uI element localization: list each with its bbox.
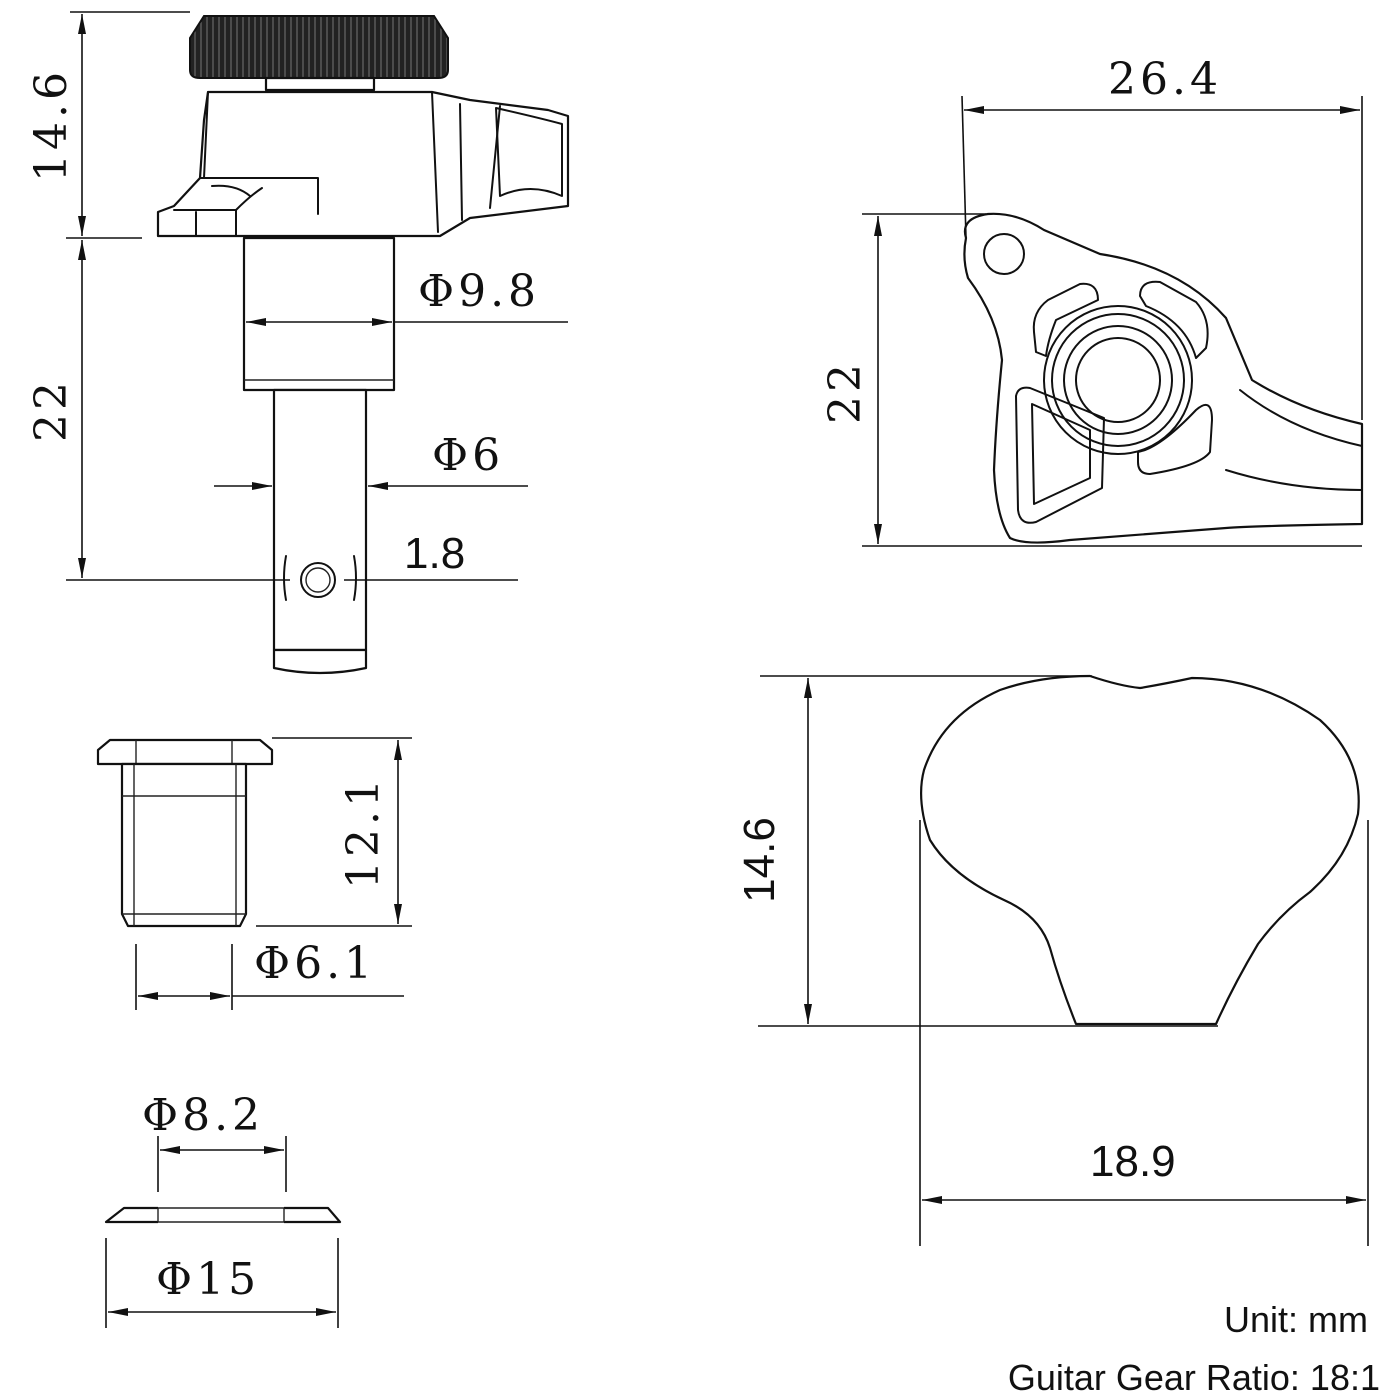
- dim-label: Φ6: [432, 430, 504, 481]
- knurled-knob: [189, 15, 449, 79]
- tuner-post: [272, 388, 368, 652]
- dim-post-diameter: Φ6: [214, 430, 528, 490]
- dim-button-height: 14.6: [735, 675, 1218, 1027]
- washer: [104, 1206, 342, 1224]
- mount-hole: [983, 233, 1025, 275]
- dim-washer-inner: Φ8.2: [142, 1090, 287, 1192]
- dim-label: 22: [26, 378, 77, 442]
- string-hole: [300, 562, 336, 598]
- tuner-bushing: [242, 236, 396, 392]
- dim-label: 18.9: [1090, 1137, 1176, 1186]
- dim-label: 26.4: [1108, 54, 1222, 105]
- dim-housing-height: 22: [820, 213, 1362, 547]
- dim-label: 1.8: [404, 529, 465, 578]
- dim-label: Φ8.2: [142, 1090, 264, 1141]
- dim-button-width: 18.9: [919, 820, 1369, 1246]
- unit-note: Unit: mm: [1224, 1299, 1368, 1340]
- dim-tuner-head-height: 14.6: [26, 11, 190, 239]
- dim-washer-outer: Φ15: [105, 1238, 339, 1328]
- housing-top-view: [963, 212, 1364, 544]
- tuner-housing: [156, 90, 570, 238]
- dim-label: Φ6.1: [254, 938, 376, 989]
- dim-label: Φ9.8: [418, 266, 540, 317]
- tuner-side-view: [156, 15, 570, 675]
- dim-string-hole: 1.8: [344, 529, 518, 581]
- dim-tuner-post-length: 22: [26, 240, 290, 581]
- dim-label: 14.6: [735, 817, 784, 903]
- housing-center-hole: [1075, 337, 1161, 423]
- tuner-button: [920, 674, 1360, 1026]
- dim-ferrule-height: 12.1: [256, 737, 412, 927]
- dim-housing-width: 26.4: [961, 54, 1363, 420]
- gear-ratio-note: Guitar Gear Ratio: 18:1: [1008, 1357, 1380, 1398]
- dim-label: Φ15: [156, 1254, 260, 1305]
- dim-label: 12.1: [338, 775, 389, 889]
- dim-label: 22: [820, 360, 871, 424]
- dim-ferrule-diameter: Φ6.1: [135, 938, 404, 1010]
- ferrule: [96, 738, 274, 928]
- housing-plate: [963, 212, 1364, 544]
- dim-bushing-diameter: Φ9.8: [246, 266, 568, 326]
- dim-label: 14.6: [26, 68, 77, 182]
